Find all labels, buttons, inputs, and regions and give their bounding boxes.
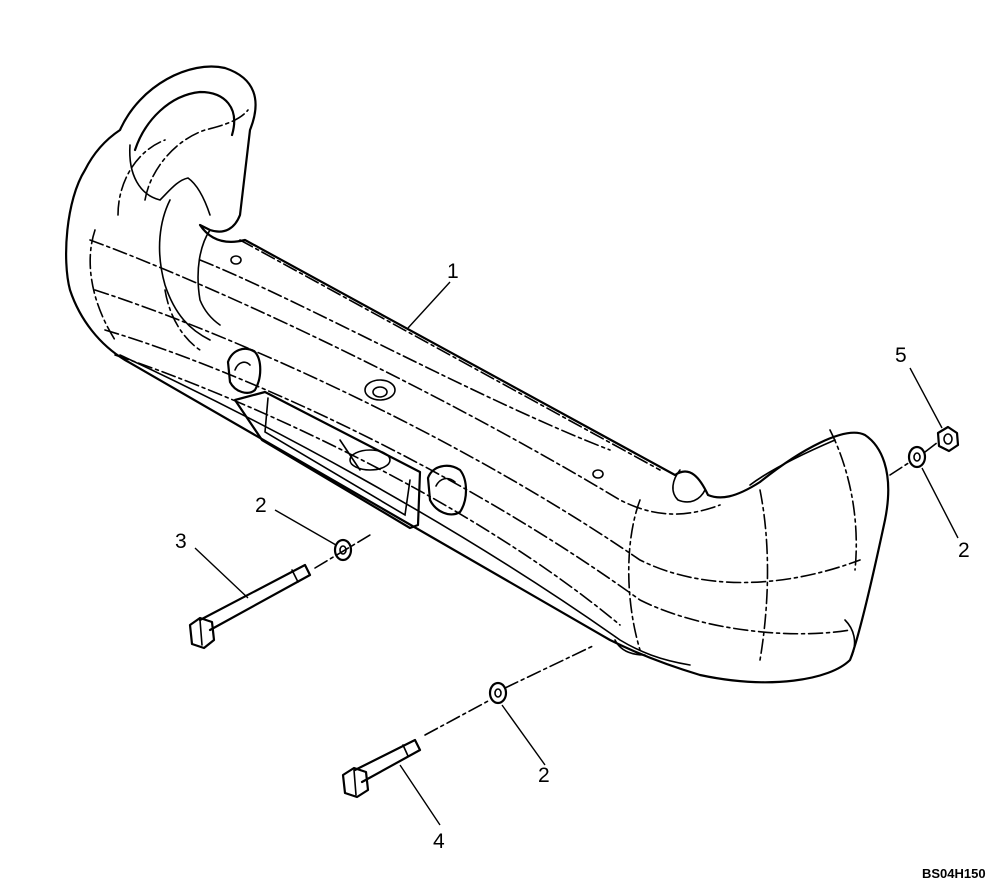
callout-3: 3	[175, 530, 187, 553]
counterweight	[65, 65, 890, 684]
bolt-item-3	[188, 534, 371, 650]
drawing-code: BS04H150	[922, 866, 986, 881]
washer-item-2-left	[333, 538, 353, 562]
callout-5: 5	[895, 344, 907, 367]
callout-2-right: 2	[958, 539, 970, 562]
washer-item-2-lower	[424, 644, 596, 736]
callout-2-lower: 2	[538, 764, 550, 787]
nut-item-5	[924, 425, 960, 453]
callout-2-left: 2	[255, 494, 267, 517]
leader-lines	[194, 281, 959, 826]
bolt-item-4	[341, 738, 422, 799]
callout-4: 4	[433, 830, 445, 853]
washer-item-2-right	[889, 445, 927, 476]
callout-1: 1	[447, 260, 459, 283]
